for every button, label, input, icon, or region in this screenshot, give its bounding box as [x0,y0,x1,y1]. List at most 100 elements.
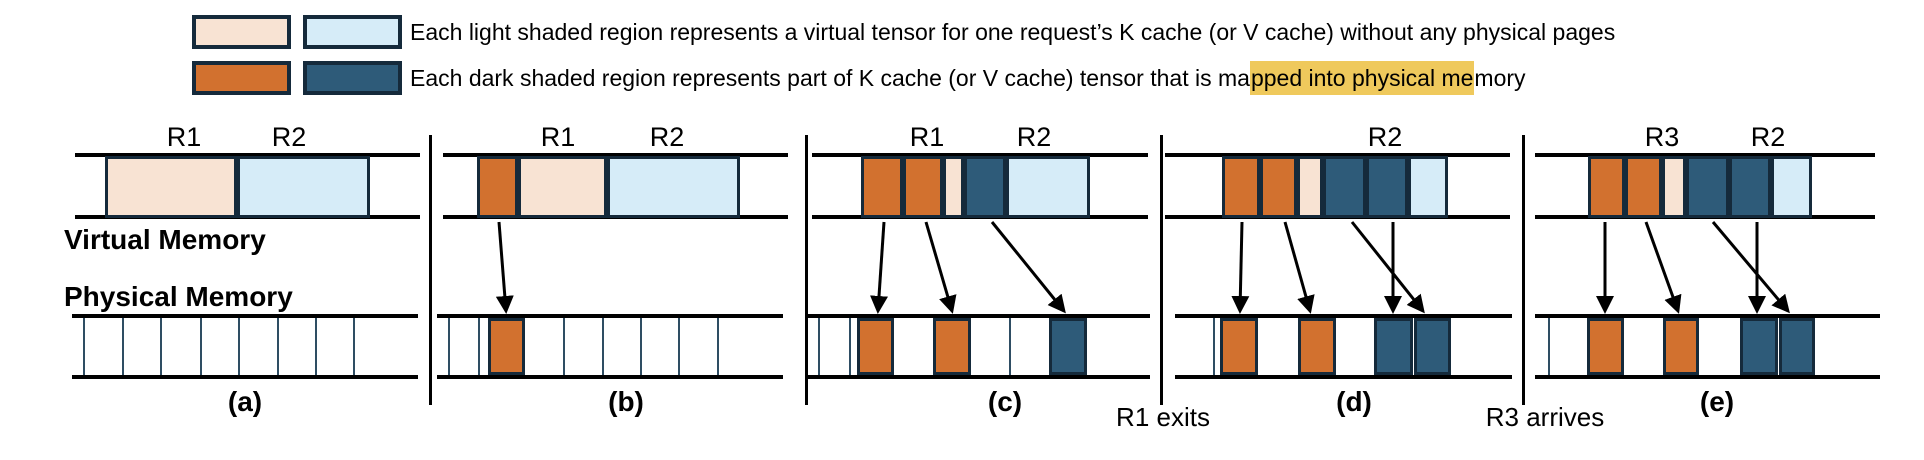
physical-band-top-line [805,314,1150,318]
physical-divider [818,318,820,375]
panel-separator [1522,135,1525,405]
physical-page-orange [1298,318,1336,375]
virtual-block-orange [477,156,518,218]
physical-divider [353,318,355,375]
mapping-arrow [1283,221,1315,314]
physical-page-dark_blue [1374,318,1413,375]
virtual-block-dark_blue [1729,156,1771,218]
physical-band-bottom-line [437,375,783,379]
request-label: R2 [1750,122,1786,152]
legend-light-text: Each light shaded region represents a vi… [410,19,1616,45]
virtual-block-light_blue [237,156,370,218]
mapping-arrow [924,221,957,314]
request-label: R2 [1016,122,1052,152]
physical-divider [717,318,719,375]
panel-separator [429,135,432,405]
request-label: R2 [649,122,685,152]
mapping-arrow [1231,221,1250,314]
panel-caption: (d) [1336,386,1372,417]
legend-swatch-light-blue [303,15,402,49]
virtual-block-peach [1297,156,1323,218]
physical-divider [1548,318,1550,375]
physical-page-orange [857,318,894,375]
virtual-band-top-line [812,153,1148,157]
physical-band-bottom-line [805,375,1150,379]
physical-divider [122,318,124,375]
physical-divider [277,318,279,375]
physical-divider [478,318,480,375]
physical-page-dark_blue [1414,318,1451,375]
physical-page-orange [1587,318,1624,375]
mapping-arrow [1350,221,1425,314]
mapping-arrow [495,221,514,314]
physical-page-orange [933,318,971,375]
panel-separator [805,135,808,405]
request-label: R1 [540,122,576,152]
virtual-block-dark_blue [1366,156,1408,218]
physical-band-bottom-line [72,375,418,379]
virtual-block-peach [943,156,964,218]
request-label: R3 [1644,122,1680,152]
panel-caption: (b) [608,386,644,417]
transition-annotation: R1 exits [1116,402,1210,432]
panel-caption: (e) [1699,386,1735,417]
physical-page-dark_blue [1779,318,1815,375]
legend-swatch-dark-blue [303,61,402,95]
legend-highlight: pped into physical me [1249,61,1475,95]
virtual-block-orange [1625,156,1662,218]
virtual-block-light_blue [1408,156,1448,218]
physical-divider [448,318,450,375]
physical-page-orange [488,318,525,375]
physical-divider [563,318,565,375]
virtual-block-orange [861,156,903,218]
physical-divider [1009,318,1011,375]
virtual-block-dark_blue [1323,156,1366,218]
virtual-block-peach [518,156,607,218]
virtual-band-top-line [75,153,420,157]
virtual-memory-label: Virtual Memory [64,224,266,255]
physical-divider [849,318,851,375]
mapping-arrow [870,221,888,314]
physical-page-dark_blue [1049,318,1087,375]
panel-caption: (a) [227,386,263,417]
physical-band-bottom-line [1175,375,1512,379]
virtual-block-light_blue [1006,156,1090,218]
legend-dark-text-before: Each dark shaded region represents part … [410,65,1250,91]
request-label: R2 [271,122,307,152]
mapping-arrow [990,221,1066,314]
virtual-block-peach [105,156,237,218]
physical-memory-label: Physical Memory [64,281,293,312]
virtual-block-dark_blue [964,156,1006,218]
physical-divider [678,318,680,375]
virtual-block-orange [903,156,943,218]
physical-band-top-line [1535,314,1880,318]
request-label: R1 [166,122,202,152]
physical-divider [200,318,202,375]
request-label: R1 [909,122,945,152]
mapping-arrow [1644,221,1682,314]
physical-divider [1213,318,1215,375]
physical-page-orange [1663,318,1699,375]
virtual-block-peach [1662,156,1686,218]
physical-band-top-line [1175,314,1512,318]
virtual-block-dark_blue [1686,156,1729,218]
physical-divider [315,318,317,375]
physical-divider [238,318,240,375]
mapping-arrow [1711,221,1790,314]
physical-divider [640,318,642,375]
physical-divider [160,318,162,375]
physical-divider [83,318,85,375]
panel-separator [1160,135,1163,405]
physical-page-dark_blue [1740,318,1778,375]
virtual-block-orange [1588,156,1625,218]
physical-band-top-line [437,314,783,318]
virtual-block-light_blue [607,156,740,218]
request-label: R2 [1367,122,1403,152]
legend-swatch-dark-orange [192,61,291,95]
physical-page-orange [1220,318,1258,375]
transition-annotation: R3 arrives [1485,402,1605,432]
virtual-band-top-line [1165,153,1510,157]
virtual-band-top-line [443,153,788,157]
physical-band-top-line [72,314,418,318]
